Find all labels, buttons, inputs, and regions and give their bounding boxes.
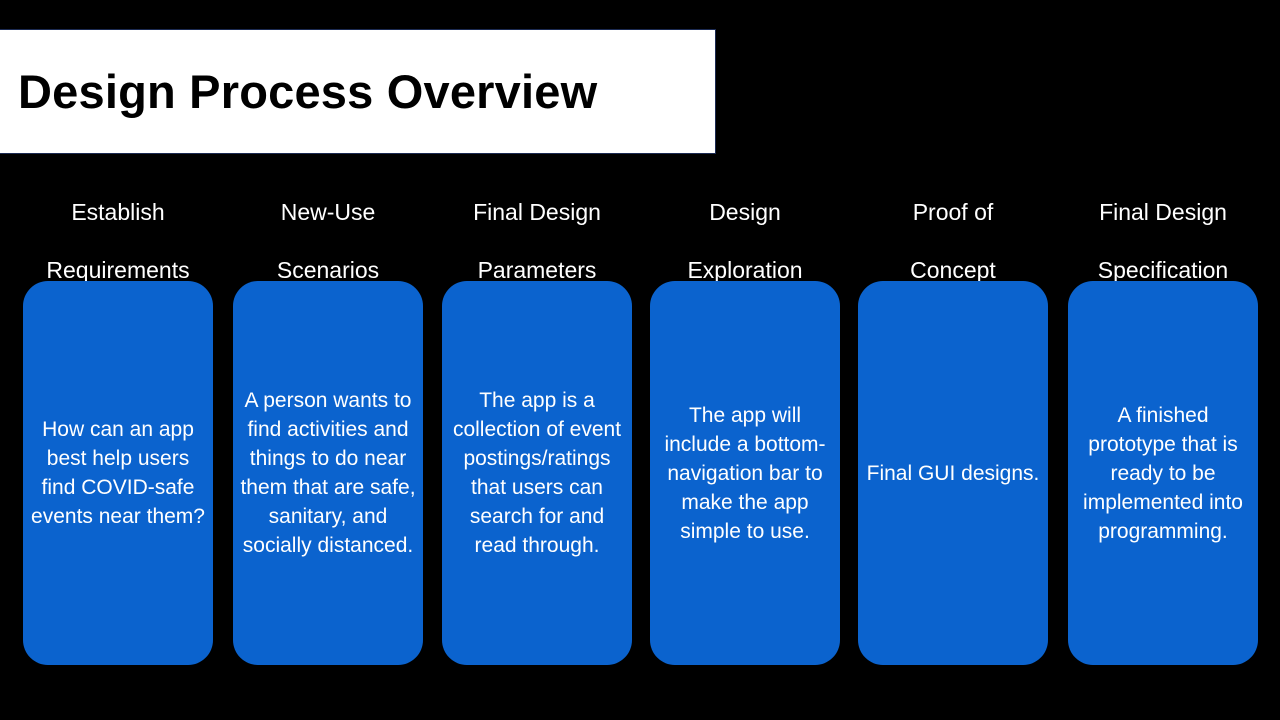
- stage-header-line1: New-Use: [280, 199, 376, 225]
- stage-card-text: The app will include a bottom-navigation…: [664, 403, 826, 543]
- stage-header-line2: Requirements: [46, 257, 190, 283]
- process-stage-new-use-scenarios: New-Use Scenarios A person wants to find…: [233, 198, 423, 668]
- stage-card-text: A finished prototype that is ready to be…: [1083, 403, 1243, 543]
- stage-header-line1: Proof of: [912, 199, 994, 225]
- stage-header-line2: Exploration: [687, 257, 803, 283]
- stage-card: Final GUI designs.: [858, 281, 1048, 665]
- stage-card: How can an app best help users find COVI…: [23, 281, 213, 665]
- stage-card: The app will include a bottom-navigation…: [650, 281, 840, 665]
- stage-header: Design Exploration: [650, 198, 840, 283]
- stage-header-line2: Specification: [1097, 257, 1229, 283]
- stage-card-text: A person wants to find activities and th…: [240, 389, 416, 557]
- stage-header: Final Design Parameters: [442, 198, 632, 283]
- process-stage-final-design-specification: Final Design Specification A finished pr…: [1068, 198, 1258, 668]
- title-banner: Design Process Overview: [0, 29, 716, 154]
- stage-header-line1: Design: [709, 199, 781, 225]
- page-title: Design Process Overview: [18, 64, 598, 118]
- stage-header: New-Use Scenarios: [233, 198, 423, 283]
- stage-card-text: Final GUI designs.: [866, 461, 1040, 485]
- stage-card: A person wants to find activities and th…: [233, 281, 423, 665]
- stage-header-line2: Concept: [910, 257, 996, 283]
- process-stage-proof-of-concept: Proof of Concept Final GUI designs.: [858, 198, 1048, 668]
- stage-header-line2: Parameters: [477, 257, 597, 283]
- stage-card: A finished prototype that is ready to be…: [1068, 281, 1258, 665]
- stage-header: Final Design Specification: [1068, 198, 1258, 283]
- stage-card: The app is a collection of event posting…: [442, 281, 632, 665]
- stage-header-line2: Scenarios: [276, 257, 380, 283]
- process-stage-design-exploration: Design Exploration The app will include …: [650, 198, 840, 668]
- stage-header-line1: Final Design: [473, 199, 601, 225]
- process-stage-establish-requirements: Establish Requirements How can an app be…: [23, 198, 213, 668]
- stage-card-text: The app is a collection of event posting…: [452, 389, 622, 557]
- stage-header: Establish Requirements: [23, 198, 213, 283]
- stage-card-text: How can an app best help users find COVI…: [31, 418, 205, 528]
- design-process-row: Establish Requirements How can an app be…: [0, 198, 1280, 668]
- stage-header-line1: Establish: [71, 199, 165, 225]
- stage-header: Proof of Concept: [858, 198, 1048, 283]
- process-stage-final-design-parameters: Final Design Parameters The app is a col…: [442, 198, 632, 668]
- stage-header-line1: Final Design: [1099, 199, 1227, 225]
